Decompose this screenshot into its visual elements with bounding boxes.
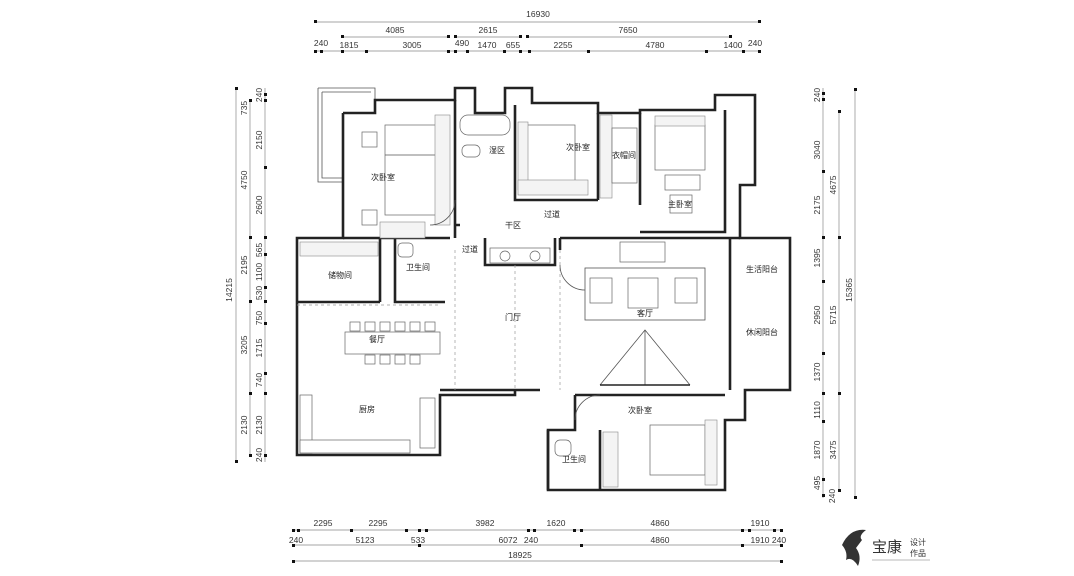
room-walk-in-closet: 衣帽间 [612, 150, 636, 160]
left-dimensions: 14215 735 4750 2195 3205 2130 240 2150 2… [224, 87, 267, 463]
dim-left: 750 [254, 311, 264, 325]
dim-bottom: 4860 [651, 535, 670, 545]
dim-top: 490 [455, 38, 469, 48]
room-leisure-balcony: 休闲阳台 [746, 327, 778, 337]
room-secondary-bedroom-nw: 次卧室 [371, 172, 395, 182]
logo-sub: 作品 [910, 548, 926, 558]
dim-left: 1715 [254, 338, 264, 357]
dim-right: 5715 [828, 305, 838, 324]
room-dry-area: 干区 [505, 221, 521, 230]
dim-top: 1815 [340, 40, 359, 50]
room-foyer: 门厅 [505, 312, 521, 322]
dim-left: 4750 [239, 170, 249, 189]
dim-top: 240 [748, 38, 762, 48]
room-living: 客厅 [637, 308, 653, 318]
dim-bottom: 2295 [369, 518, 388, 528]
dim-top-total: 16930 [526, 9, 550, 19]
dim-right: 2950 [812, 305, 822, 324]
dim-top: 1400 [724, 40, 743, 50]
dim-top: 2615 [479, 25, 498, 35]
dim-left: 530 [254, 286, 264, 300]
dim-left: 735 [239, 101, 249, 115]
dim-top: 7650 [619, 25, 638, 35]
dim-left: 2600 [254, 195, 264, 214]
dim-right: 1870 [812, 440, 822, 459]
dim-right: 495 [812, 476, 822, 490]
furniture [297, 114, 718, 488]
dim-top: 1470 [478, 40, 497, 50]
room-storage: 储物间 [328, 270, 352, 280]
room-utility-balcony: 生活阳台 [746, 264, 778, 274]
dim-bottom: 2295 [314, 518, 333, 528]
room-corridor-n: 过道 [544, 209, 560, 219]
bottom-dimensions: 2295 2295 3982 1620 4860 1910 240 5123 5… [289, 518, 786, 563]
dim-bottom: 240 [289, 535, 303, 545]
dim-bottom: 3982 [476, 518, 495, 528]
dim-right: 4675 [828, 175, 838, 194]
dim-left-total: 14215 [224, 278, 234, 302]
room-labels: 次卧室 湿区 次卧室 衣帽间 主卧室 干区 过道 过道 储物间 卫生间 门厅 客… [328, 142, 778, 464]
dim-top: 3005 [403, 40, 422, 50]
right-dimensions: 240 3040 2175 1395 2950 1370 1110 1870 4… [812, 88, 857, 503]
dim-left: 240 [254, 448, 264, 462]
dim-top: 2255 [554, 40, 573, 50]
dim-right: 2175 [812, 195, 822, 214]
dim-top: 240 [314, 38, 328, 48]
room-bathroom-s: 卫生间 [562, 454, 586, 464]
room-bathroom-w: 卫生间 [406, 262, 430, 272]
brand-logo: 宝康 设计 作品 [842, 529, 930, 566]
room-secondary-bedroom-n: 次卧室 [566, 142, 590, 152]
dim-bottom-total: 18925 [508, 550, 532, 560]
logo-name: 宝康 [872, 538, 902, 556]
dim-right: 240 [812, 88, 822, 102]
dim-left: 2150 [254, 130, 264, 149]
room-master-bedroom: 主卧室 [668, 199, 692, 209]
logo-sub: 设计 [910, 537, 926, 547]
dim-top: 4085 [386, 25, 405, 35]
room-wet-area: 湿区 [489, 146, 505, 155]
dim-right: 240 [827, 489, 837, 503]
room-dining: 餐厅 [369, 335, 385, 344]
dim-left: 1100 [254, 263, 264, 282]
dim-left: 2195 [239, 255, 249, 274]
dim-bottom: 240 [524, 535, 538, 545]
dim-right: 1395 [812, 248, 822, 267]
room-secondary-bedroom-s: 次卧室 [628, 405, 652, 415]
dim-bottom: 533 [411, 535, 425, 545]
dim-bottom: 240 [772, 535, 786, 545]
dim-right: 3475 [828, 440, 838, 459]
dim-bottom: 1910 [751, 535, 770, 545]
dim-right: 1370 [812, 362, 822, 381]
top-dimensions: 16930 4085 2615 7650 240 1815 3005 490 1… [314, 9, 762, 53]
room-corridor-w: 过道 [462, 244, 478, 254]
dim-left: 240 [254, 88, 264, 102]
dim-left: 740 [254, 373, 264, 387]
dim-left: 565 [254, 243, 264, 257]
logo-mark-icon [842, 529, 866, 566]
dim-right: 1110 [812, 401, 822, 419]
room-kitchen: 厨房 [359, 404, 375, 414]
dim-bottom: 6072 [499, 535, 518, 545]
dim-bottom: 5123 [356, 535, 375, 545]
dim-left: 3205 [239, 335, 249, 354]
dim-bottom: 4860 [651, 518, 670, 528]
dim-top: 4780 [646, 40, 665, 50]
dim-bottom: 1620 [547, 518, 566, 528]
dim-right: 3040 [812, 140, 822, 159]
dim-left: 2130 [239, 415, 249, 434]
dim-bottom: 1910 [751, 518, 770, 528]
dim-right-total: 15365 [844, 278, 854, 302]
dim-left: 2130 [254, 415, 264, 434]
dim-top: 655 [506, 40, 520, 50]
